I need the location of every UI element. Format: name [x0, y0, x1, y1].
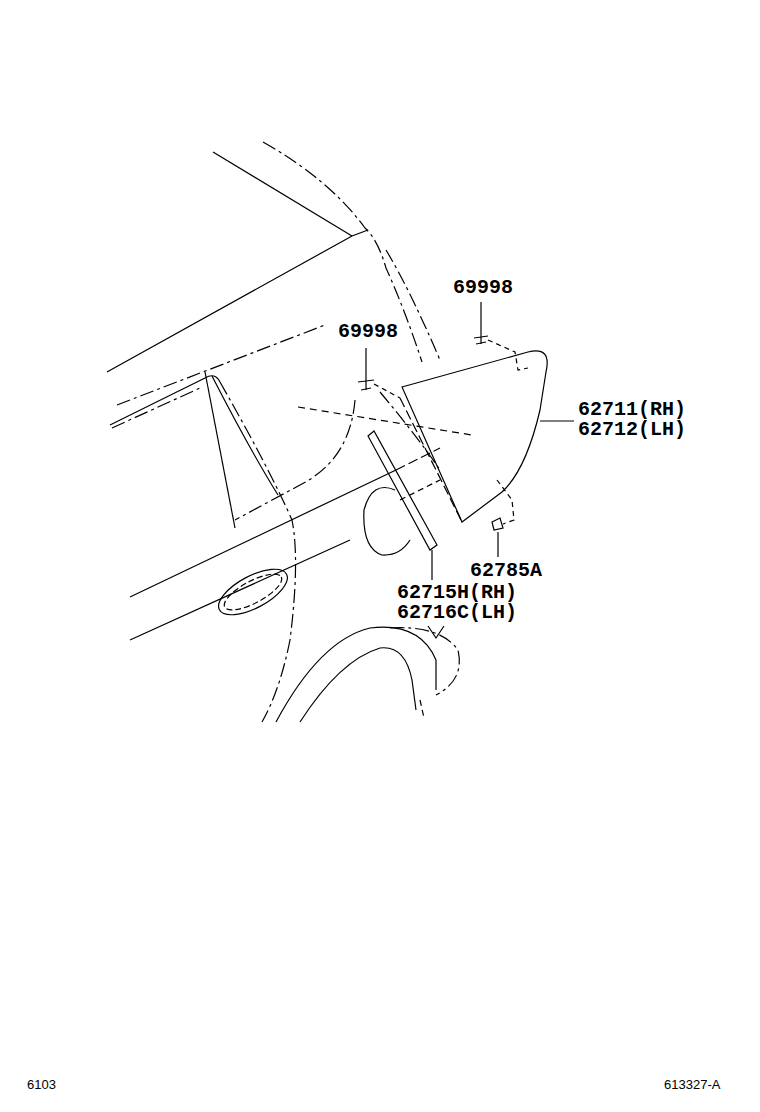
- part-number: 62715H(RH): [397, 583, 517, 603]
- illustration-code: 613327-A: [664, 1078, 720, 1091]
- part-number: 62785A: [470, 561, 542, 581]
- callout-number: 69998: [338, 322, 398, 342]
- part-number: 62711(RH): [578, 400, 686, 420]
- callout-number: 69998: [453, 278, 513, 298]
- part-number: 62712(LH): [578, 420, 686, 440]
- page-code: 6103: [27, 1078, 56, 1091]
- part-number: 62716C(LH): [397, 603, 517, 623]
